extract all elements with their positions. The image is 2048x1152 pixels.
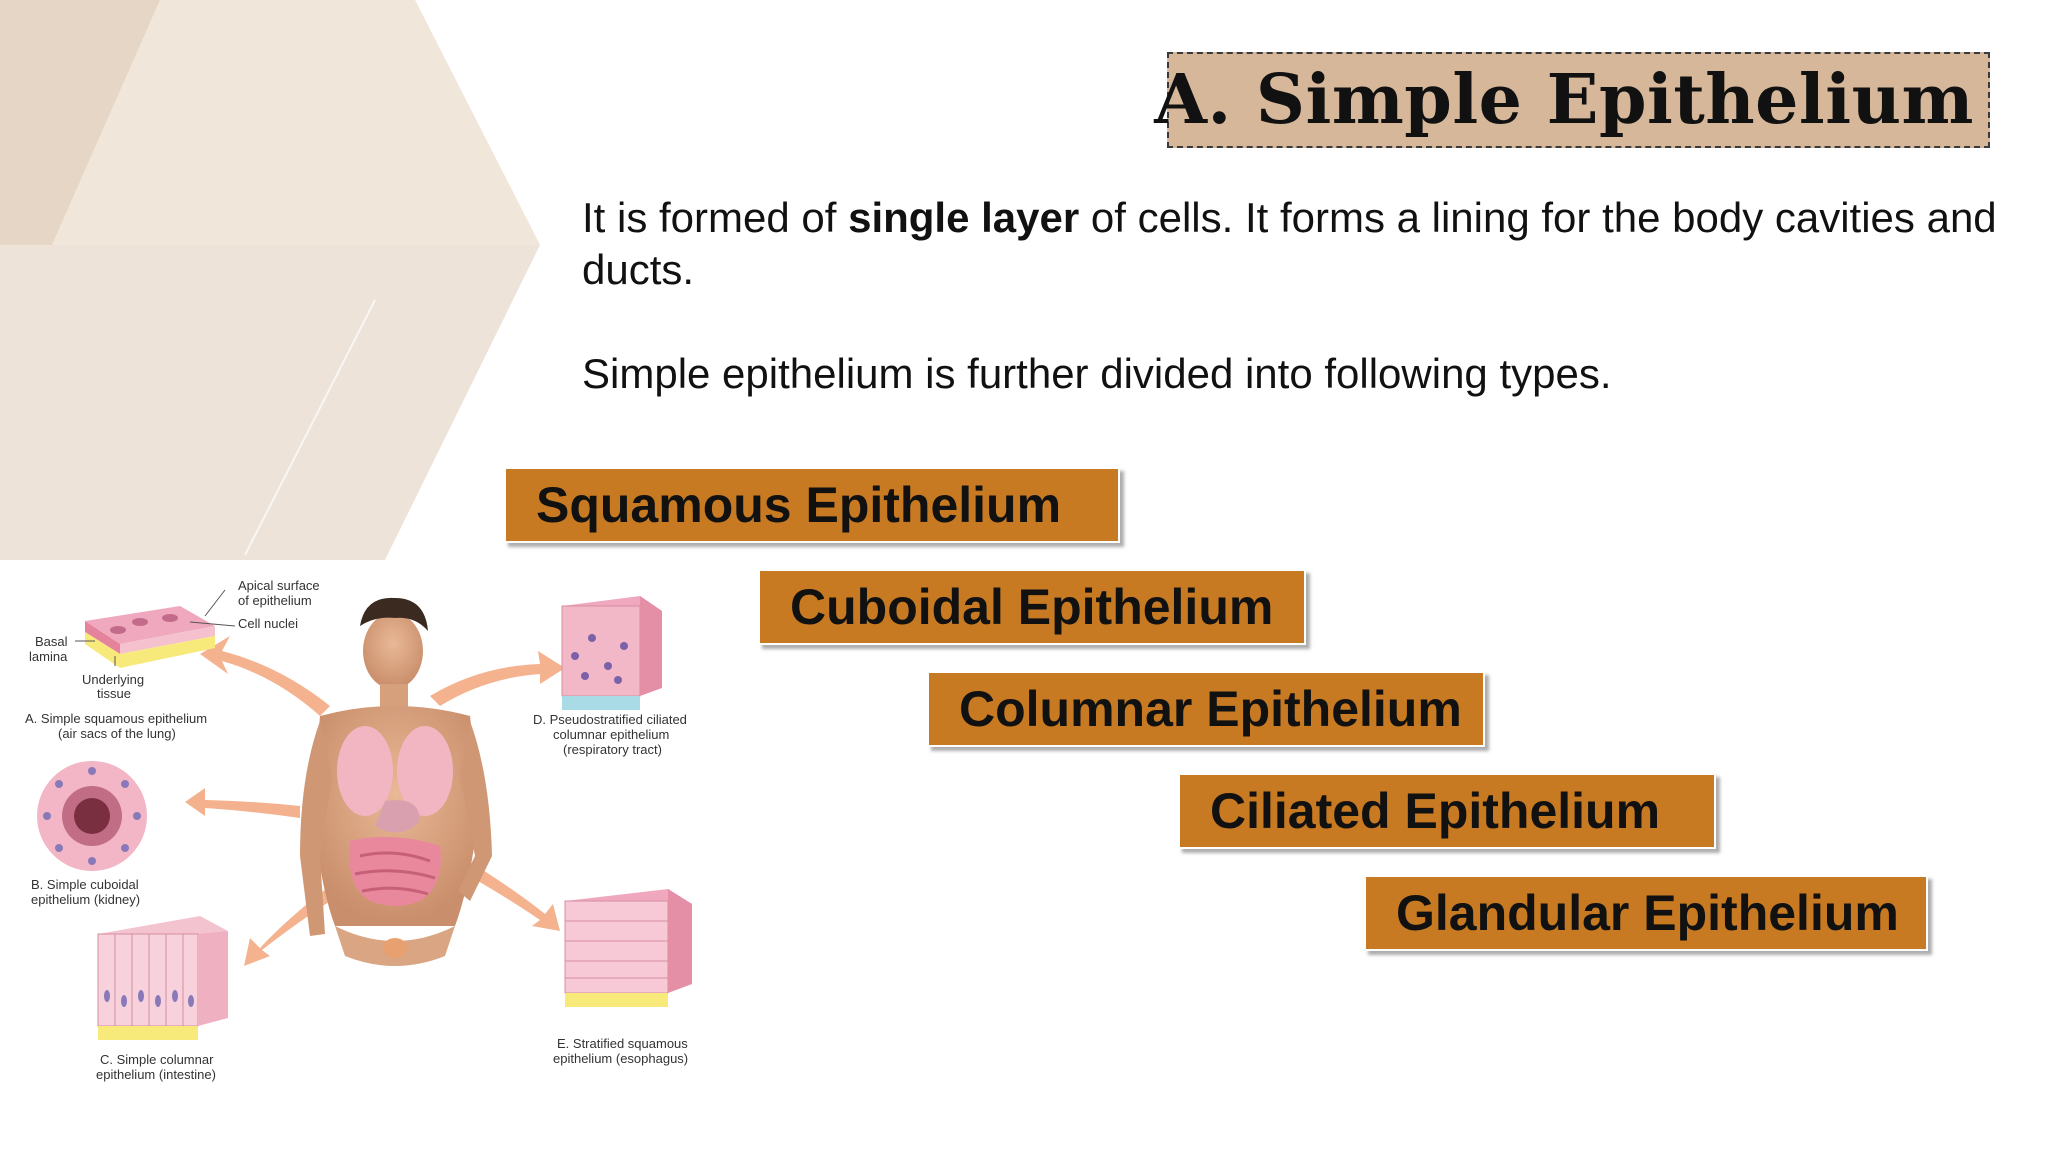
label-nuclei: Cell nuclei bbox=[238, 616, 298, 631]
label-d-2: columnar epithelium bbox=[553, 727, 669, 742]
label-c-2: epithelium (intestine) bbox=[96, 1067, 216, 1082]
paragraph-1-start: It is formed of bbox=[582, 194, 849, 241]
label-basal-2: lamina bbox=[29, 649, 68, 664]
label-under-1: Underlying bbox=[82, 672, 144, 687]
label-apical-1: Apical surface bbox=[238, 578, 320, 593]
stratified-block bbox=[564, 889, 692, 1007]
label-a-1: A. Simple squamous epithelium bbox=[25, 711, 207, 726]
title-box: A. Simple Epithelium bbox=[1154, 52, 1990, 148]
paragraph-1-bold: single layer bbox=[848, 194, 1080, 241]
type-glandular: Glandular Epithelium bbox=[1364, 875, 1928, 951]
columnar-block bbox=[97, 916, 228, 1040]
type-squamous: Squamous Epithelium bbox=[504, 467, 1120, 543]
leader-lines bbox=[75, 589, 236, 666]
label-under-2: tissue bbox=[97, 686, 131, 701]
label-c-1: C. Simple columnar bbox=[100, 1052, 214, 1067]
epithelium-diagram: Apical surface of epithelium Cell nuclei… bbox=[0, 556, 740, 1096]
epithelium-diagram-svg: Apical surface of epithelium Cell nuclei… bbox=[25, 578, 692, 1082]
pseudostratified-block bbox=[561, 596, 662, 710]
type-cuboidal: Cuboidal Epithelium bbox=[758, 569, 1306, 645]
label-e-2: epithelium (esophagus) bbox=[553, 1051, 688, 1066]
decorative-background-shapes bbox=[0, 0, 540, 560]
type-ciliated: Ciliated Epithelium bbox=[1178, 773, 1716, 849]
label-e-1: E. Stratified squamous bbox=[557, 1036, 688, 1051]
label-apical-2: of epithelium bbox=[238, 593, 312, 608]
label-a-2: (air sacs of the lung) bbox=[58, 726, 176, 741]
human-figure bbox=[300, 597, 492, 966]
slide-title: A. Simple Epithelium bbox=[1154, 60, 1974, 140]
body-text: It is formed of single layer of cells. I… bbox=[582, 192, 2012, 400]
paragraph-1-end: of cells. It forms a lining for the body… bbox=[582, 194, 1997, 293]
paragraph-1: It is formed of single layer of cells. I… bbox=[582, 192, 2012, 296]
label-b-2: epithelium (kidney) bbox=[31, 892, 140, 907]
squamous-block bbox=[85, 606, 215, 668]
type-columnar: Columnar Epithelium bbox=[927, 671, 1485, 747]
cuboidal-block bbox=[37, 761, 147, 871]
paragraph-2: Simple epithelium is further divided int… bbox=[582, 350, 1612, 397]
label-d-3: (respiratory tract) bbox=[563, 742, 662, 757]
label-b-1: B. Simple cuboidal bbox=[31, 877, 139, 892]
label-basal-1: Basal bbox=[35, 634, 68, 649]
label-d-1: D. Pseudostratified ciliated bbox=[533, 712, 687, 727]
